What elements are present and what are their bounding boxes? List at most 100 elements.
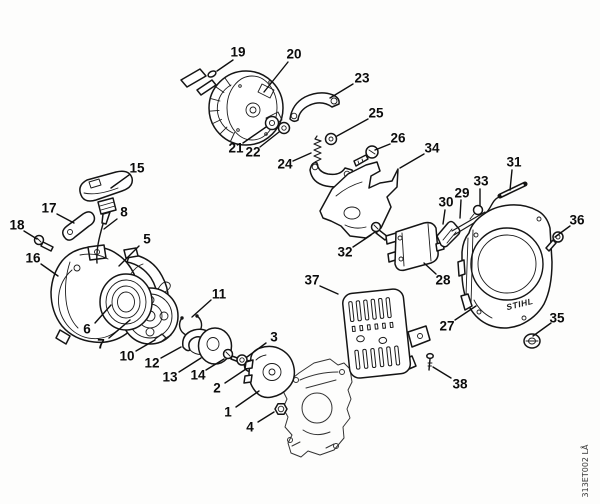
screw-32 [370, 221, 389, 241]
leader-line-13 [178, 357, 202, 373]
screw-38 [426, 352, 434, 371]
leader-line-32 [352, 234, 372, 248]
wire-terminal-31 [497, 181, 528, 199]
grommet-35 [523, 333, 541, 349]
leader-line-20 [263, 61, 289, 93]
deflector-plate-34 [319, 161, 399, 239]
part-number-18: 18 [9, 218, 25, 233]
cylinder-pin [180, 68, 217, 96]
guide-lever-17 [62, 211, 96, 241]
part-number-22: 22 [245, 145, 260, 160]
part-number-3: 3 [270, 330, 278, 345]
part-number-36: 36 [569, 213, 585, 228]
clutch-spring-24 [313, 135, 322, 166]
part-number-13: 13 [162, 370, 178, 385]
flywheel-20 [208, 70, 284, 146]
part-number-4: 4 [246, 420, 254, 435]
part-number-24: 24 [277, 157, 293, 172]
leader-line-38 [432, 366, 452, 379]
part-number-15: 15 [129, 161, 145, 176]
nut-3 [236, 354, 248, 366]
wire-clamp-33 [469, 204, 484, 220]
leader-line-1 [235, 390, 260, 408]
leader-line-28 [423, 262, 437, 275]
part-number-34: 34 [424, 141, 440, 156]
washer-25 [324, 132, 338, 146]
nut-4 [274, 403, 288, 415]
part-number-16: 16 [25, 251, 41, 266]
part-number-31: 31 [506, 155, 522, 170]
leader-line-34 [399, 153, 425, 169]
part-number-37: 37 [304, 273, 319, 288]
leader-line-29 [459, 199, 462, 219]
starter-grip-15 [79, 170, 134, 225]
leader-line-26 [374, 143, 391, 151]
leader-line-2 [224, 368, 247, 384]
washer-21 [264, 115, 280, 131]
leader-line-31 [509, 169, 513, 191]
leader-line-14 [205, 358, 225, 371]
part-number-1: 1 [224, 405, 232, 420]
part-number-11: 11 [212, 287, 227, 302]
ignition-module-28 [385, 221, 445, 272]
drawing-code: 313ET002 LÅ [579, 444, 590, 497]
part-number-6: 6 [83, 322, 91, 337]
part-number-30: 30 [438, 195, 453, 210]
part-number-17: 17 [41, 201, 56, 216]
clutch-shoe-upper-23 [289, 92, 340, 123]
leader-line-5 [118, 245, 140, 267]
leader-line-6 [94, 304, 112, 324]
part-number-2: 2 [213, 381, 221, 396]
leader-line-11 [191, 299, 212, 318]
part-number-29: 29 [454, 186, 469, 201]
part-number-35: 35 [549, 311, 565, 326]
leader-line-35 [532, 322, 552, 337]
fan-housing-27: STIHL [457, 204, 553, 329]
leader-line-12 [160, 346, 182, 359]
leader-line-27 [454, 305, 477, 321]
part-number-19: 19 [230, 45, 245, 60]
leader-line-7 [108, 319, 131, 339]
part-number-38: 38 [452, 377, 468, 392]
part-number-14: 14 [190, 368, 206, 383]
part-number-23: 23 [354, 71, 370, 86]
bolt-26 [353, 145, 379, 167]
leader-line-8 [103, 218, 118, 230]
leader-line-17 [56, 213, 75, 224]
leader-line-22 [259, 131, 280, 148]
leader-line-30 [442, 209, 446, 225]
leader-line-24 [292, 152, 312, 162]
part-number-5: 5 [143, 232, 151, 247]
engine-block [282, 358, 353, 458]
leader-line-25 [336, 118, 369, 137]
leader-line-3 [246, 342, 267, 358]
part-number-25: 25 [368, 106, 384, 121]
leader-line-36 [554, 225, 571, 238]
screw-18 [33, 234, 54, 252]
leader-line-21 [242, 126, 267, 144]
leader-line-37 [319, 285, 339, 295]
leader-line-23 [329, 83, 354, 99]
part-number-7: 7 [97, 337, 105, 352]
leader-line-16 [40, 263, 59, 277]
part-number-26: 26 [390, 131, 406, 146]
leader-line-18 [23, 230, 38, 240]
leader-line-4 [257, 411, 275, 423]
part-number-32: 32 [337, 245, 352, 260]
part-number-12: 12 [144, 356, 159, 371]
starter-rope-8 [96, 223, 104, 264]
screw-36 [545, 231, 564, 252]
part-number-28: 28 [435, 273, 451, 288]
nut-22 [277, 121, 291, 135]
leader-line-19 [216, 59, 234, 72]
part-number-8: 8 [120, 205, 128, 220]
leader-line-10 [135, 339, 156, 352]
spring-clip-10 [154, 333, 172, 343]
part-number-20: 20 [286, 47, 301, 62]
rewind-spring-6 [99, 263, 153, 331]
part-number-21: 21 [228, 141, 244, 156]
part-number-27: 27 [439, 319, 454, 334]
